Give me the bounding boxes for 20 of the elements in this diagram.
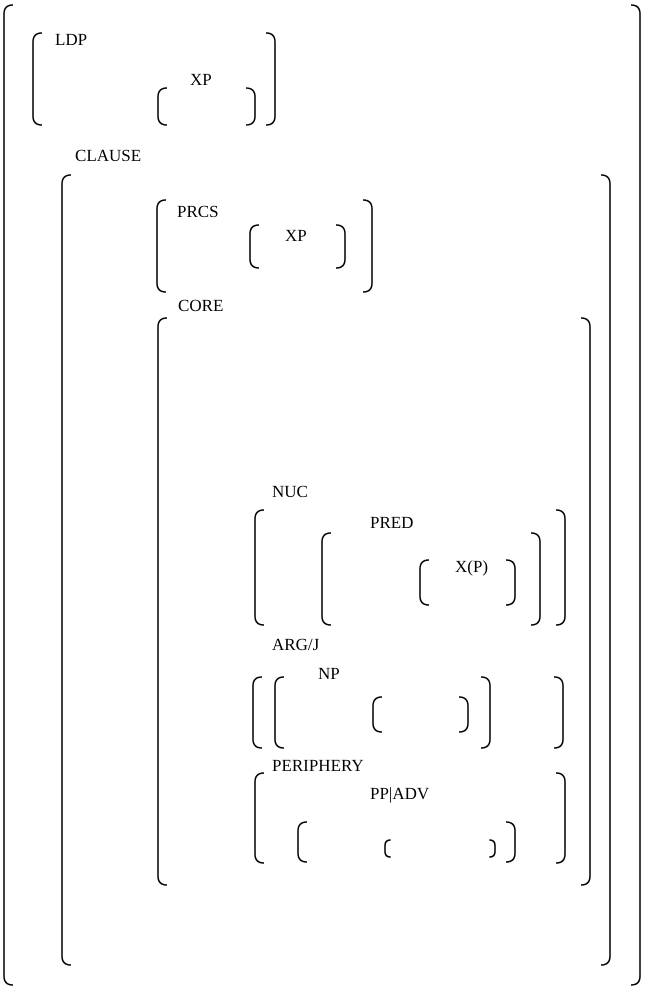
constituent-label: PERIPHERY	[272, 757, 364, 774]
constituent-label: CLAUSE	[75, 147, 142, 164]
constituent-label: XP	[285, 227, 307, 244]
constituent-label: NP	[318, 665, 340, 682]
constituent-label: PRED	[370, 514, 414, 531]
bracket-pair	[4, 5, 640, 985]
bracket-pair	[250, 225, 345, 268]
bracket-pair	[385, 840, 495, 857]
constituent-label: X(P)	[455, 558, 488, 575]
constituent-label: CORE	[178, 297, 224, 314]
bracket-pair	[33, 33, 275, 125]
constituent-label: NUC	[272, 483, 308, 500]
bracket-pair	[157, 200, 372, 292]
constituent-label: PRCS	[177, 203, 219, 220]
constituent-label: ARG/J	[272, 636, 320, 653]
constituent-label: XP	[190, 71, 212, 88]
bracket-pair	[373, 697, 468, 732]
bracket-pair	[420, 560, 515, 605]
constituent-label: LDP	[55, 31, 88, 48]
constituent-label: PP|ADV	[370, 785, 430, 802]
